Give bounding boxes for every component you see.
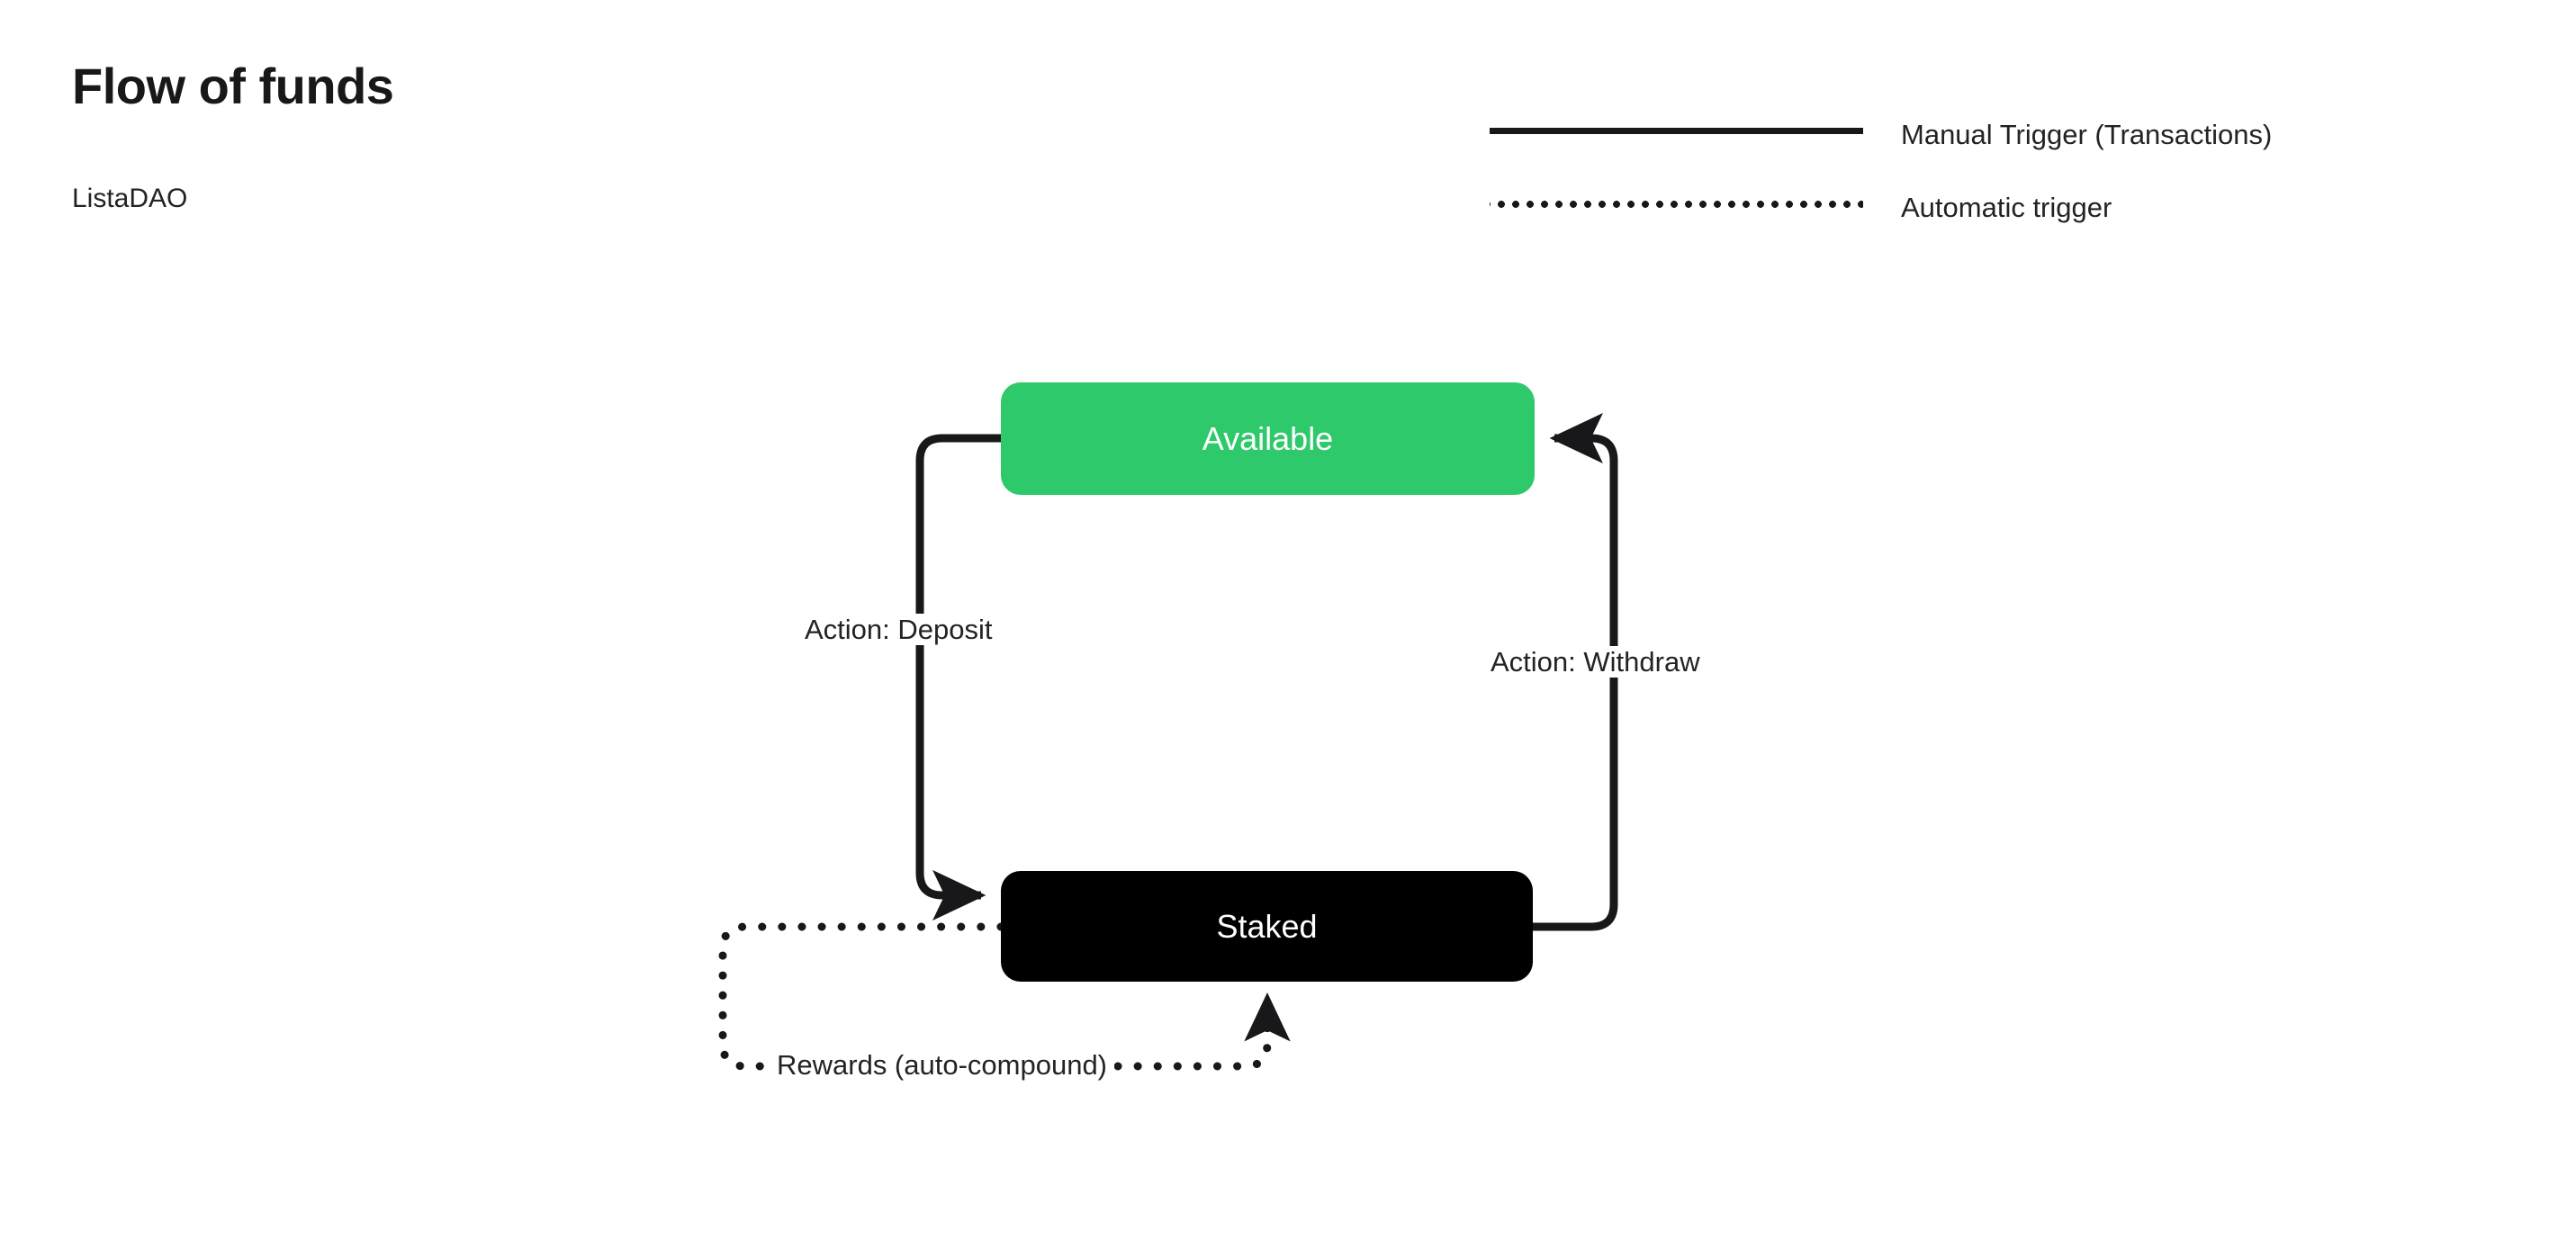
page-title: Flow of funds <box>72 58 394 114</box>
edge-label-rewards: Rewards (auto-compound) <box>770 1049 1115 1081</box>
node-staked[interactable]: Staked <box>1001 871 1533 982</box>
node-available[interactable]: Available <box>1001 382 1535 495</box>
node-available-label: Available <box>1202 419 1334 457</box>
legend-label-manual-trigger: Manual Trigger (Transactions) <box>1901 119 2273 150</box>
edge-withdraw-path <box>1533 412 1618 931</box>
page-subtitle: ListaDAO <box>72 184 188 213</box>
edge-label-withdraw: Action: Withdraw <box>1483 646 1707 678</box>
edge-deposit-path <box>915 434 1001 921</box>
legend-solid-line-sample <box>1490 128 1863 134</box>
edge-label-deposit: Action: Deposit <box>797 614 1000 645</box>
legend-dotted-line-sample <box>1490 201 1863 208</box>
legend-label-automatic-trigger: Automatic trigger <box>1901 192 2112 223</box>
node-staked-label: Staked <box>1216 907 1318 945</box>
